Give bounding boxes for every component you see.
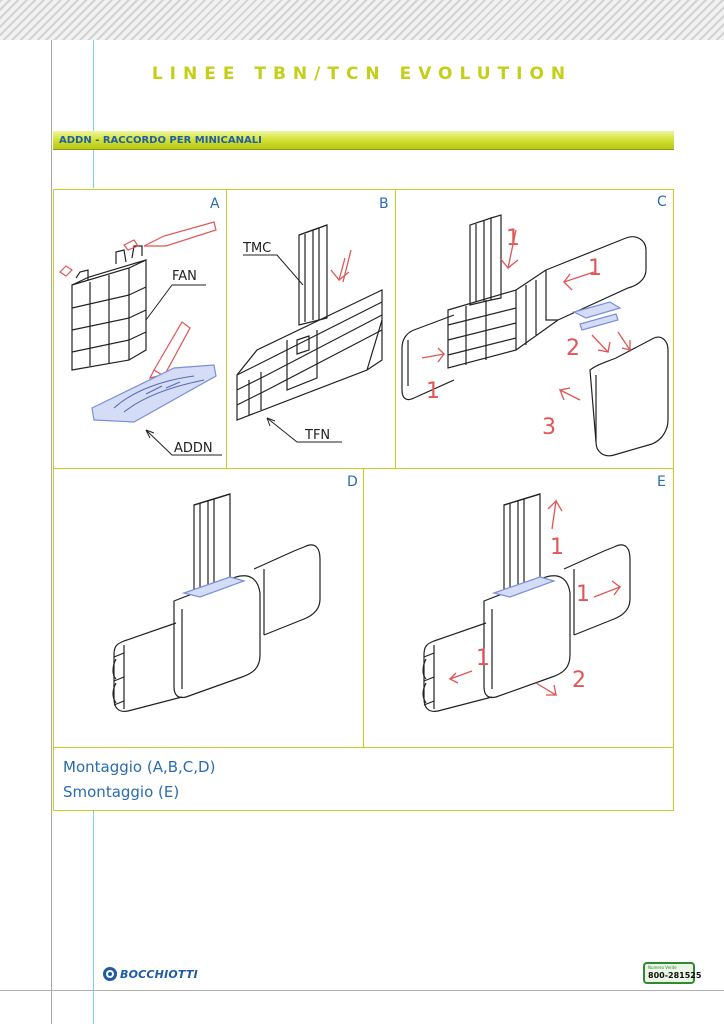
step-number: 1 [426,379,440,404]
phone-badge: Numero Verde 800-281525 [643,962,701,984]
panel-a-illustration: FAN ADDN [59,221,222,456]
brand-logo: BOCCHIOTTI [103,967,198,981]
phone-number: 800-281525 [648,971,702,980]
panel-a: A FAN [53,189,227,469]
step-number: 2 [572,668,586,693]
panel-a-letter: A [210,196,220,212]
section-heading: ADDN - RACCORDO PER MINICANALI [59,134,262,146]
step-number: 1 [476,646,490,671]
footer-rule [0,990,724,991]
header-hatch-band [0,0,724,40]
panel-b-letter: B [379,196,389,212]
step-number: 2 [566,336,580,361]
step-number: 1 [506,226,520,251]
panel-c-letter: C [657,194,667,210]
caption-assembly: Montaggio (A,B,C,D) [63,758,216,776]
panel-c-illustration: 1 1 1 2 3 [401,214,669,457]
panel-b-illustration: TMC TFN [236,224,383,443]
panel-d-letter: D [347,474,358,490]
phone-badge-top: Numero Verde [648,965,677,970]
panel-e-illustration: 1 1 1 2 [422,493,631,712]
panel-d: D [53,468,364,748]
step-number: 1 [550,535,564,560]
margin-rule-gray [51,40,52,1024]
step-number: 3 [542,415,556,440]
brand-mark-icon [103,967,117,981]
page-title: LINEE TBN/TCN EVOLUTION [151,64,573,84]
step-number: 1 [588,256,602,281]
label-fan: FAN [172,269,197,284]
caption-disassembly: Smontaggio (E) [63,783,180,801]
section-heading-bar: ADDN - RACCORDO PER MINICANALI [53,131,674,150]
panel-b: B TMC TFN [226,189,396,469]
label-tmc: TMC [242,241,271,256]
step-number: 1 [576,582,590,607]
label-addn: ADDN [174,441,213,456]
panel-e: E 1 [363,468,674,748]
brand-name: BOCCHIOTTI [120,967,198,981]
panel-c: C [395,189,674,469]
panel-e-letter: E [657,474,666,490]
panel-d-illustration [112,493,321,712]
margin-rule-cyan-bottom [93,810,94,1024]
label-tfn: TFN [304,428,330,443]
margin-rule-cyan-top [93,40,94,188]
